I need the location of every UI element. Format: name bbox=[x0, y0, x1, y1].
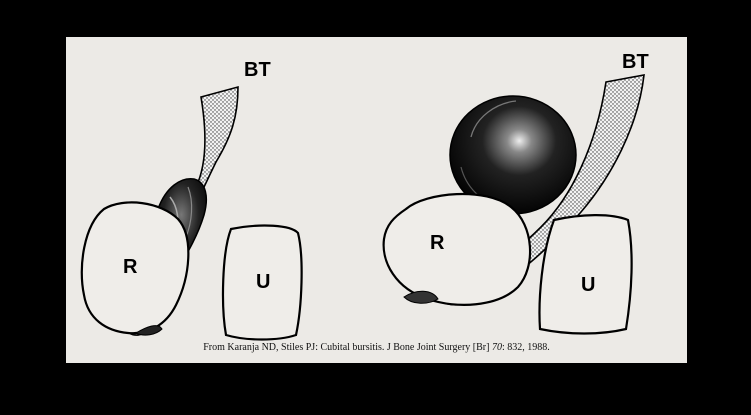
right-diagram bbox=[384, 75, 644, 334]
left-diagram bbox=[82, 87, 302, 340]
left-bt-label: BT bbox=[244, 59, 271, 82]
left-u-label: U bbox=[256, 271, 270, 294]
anatomy-diagram bbox=[66, 37, 687, 363]
right-radius bbox=[384, 194, 530, 305]
caption-volume: 70 bbox=[492, 342, 502, 353]
right-bt-label: BT bbox=[622, 51, 649, 74]
right-u-label: U bbox=[581, 274, 595, 297]
figure-caption: From Karanja ND, Stiles PJ: Cubital burs… bbox=[66, 342, 687, 353]
left-r-label: R bbox=[123, 256, 137, 279]
right-r-label: R bbox=[430, 232, 444, 255]
caption-prefix: From Karanja ND, Stiles PJ: Cubital burs… bbox=[203, 342, 492, 353]
caption-suffix: : 832, 1988. bbox=[502, 342, 550, 353]
figure-panel: BT R U BT R U From Karanja ND, Stiles PJ… bbox=[66, 37, 687, 363]
